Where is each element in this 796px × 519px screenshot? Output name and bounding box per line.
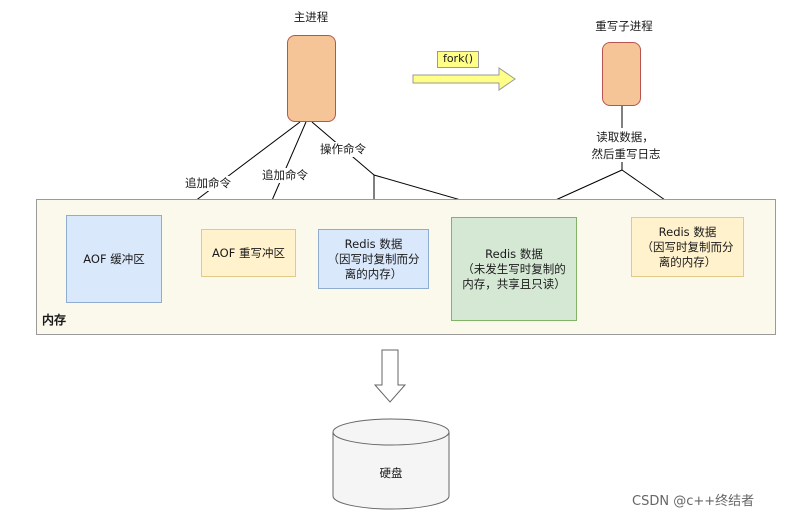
- aof-buffer-label: AOF 缓冲区: [83, 251, 145, 266]
- down-arrow-icon: [373, 349, 407, 403]
- redis-data-right-box: Redis 数据 （因写时复制而分 离的内存）: [631, 217, 744, 277]
- redis-data-right-line3: 离的内存）: [658, 254, 717, 269]
- watermark: CSDN @c++终结者: [632, 494, 755, 509]
- main-process-title: 主进程: [293, 10, 329, 24]
- redis-data-left-box: Redis 数据 （因写时复制而分 离的内存）: [318, 229, 429, 289]
- disk-cylinder: [332, 418, 450, 510]
- fork-label: fork(): [437, 51, 479, 68]
- edge-label-operate: 操作命令: [313, 142, 373, 157]
- redis-data-right-line2: （因写时复制而分: [641, 239, 734, 254]
- disk-label: 硬盘: [379, 466, 403, 480]
- edge-label-read-rewrite-2: 然后重写日志: [591, 147, 661, 161]
- edge-label-read-rewrite-1: 读取数据，: [596, 130, 654, 144]
- aof-rewrite-buffer-label: AOF 重写冲区: [212, 245, 285, 260]
- redis-data-left-line1: Redis 数据: [344, 236, 403, 251]
- edge-label-append-1: 追加命令: [178, 176, 238, 191]
- memory-label: 内存: [42, 313, 67, 327]
- redis-data-shared-line2: （未发生写时复制的: [462, 261, 566, 276]
- edge-label-append-2: 追加命令: [255, 168, 315, 183]
- redis-data-shared-line1: Redis 数据: [485, 246, 543, 261]
- redis-data-shared-box: Redis 数据 （未发生写时复制的 内存，共享且只读）: [451, 217, 577, 321]
- main-process-node: [287, 35, 336, 122]
- redis-data-shared-line3: 内存，共享且只读）: [462, 276, 566, 291]
- child-process-node: [602, 42, 641, 106]
- redis-data-left-line3: 离的内存）: [344, 266, 403, 281]
- redis-data-right-line1: Redis 数据: [658, 224, 717, 239]
- aof-buffer-box: AOF 缓冲区: [66, 215, 162, 303]
- fork-arrow: [412, 67, 516, 91]
- child-process-title: 重写子进程: [595, 19, 653, 33]
- aof-rewrite-buffer-box: AOF 重写冲区: [201, 229, 296, 277]
- redis-data-left-line2: （因写时复制而分: [327, 251, 420, 266]
